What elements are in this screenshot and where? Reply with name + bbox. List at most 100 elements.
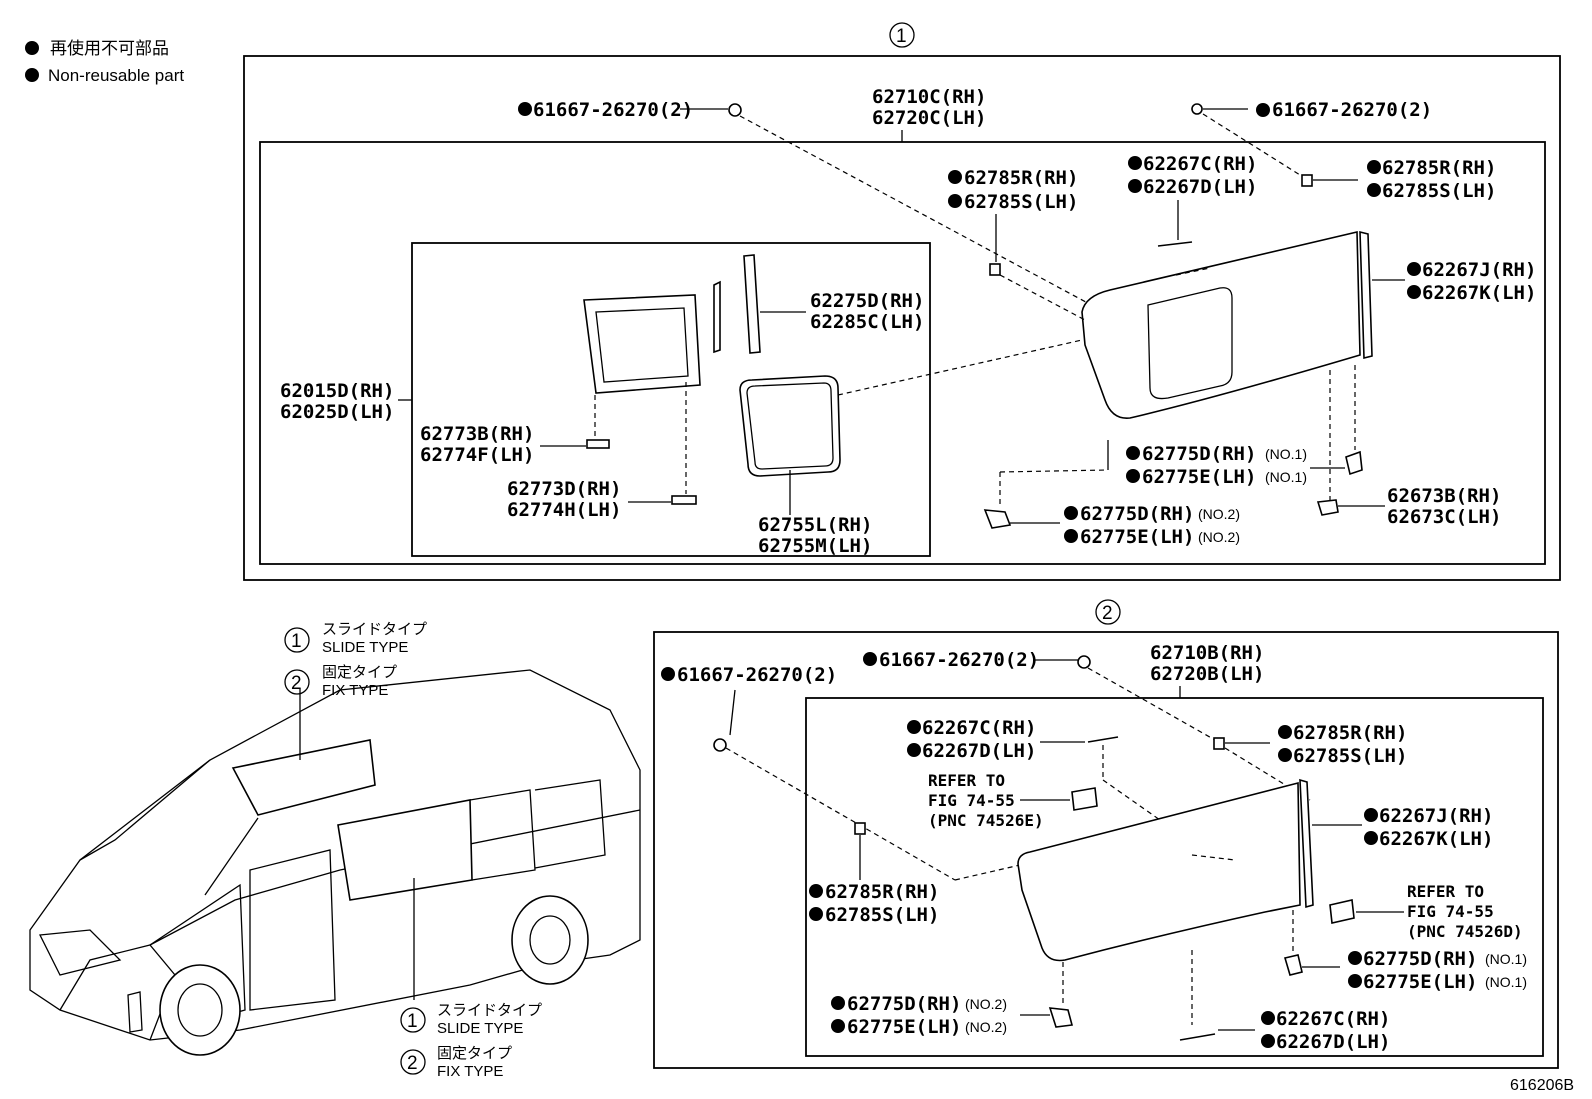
clip-icon xyxy=(1191,103,1203,115)
van-body xyxy=(29,669,641,1041)
svg-text:62267D(LH): 62267D(LH) xyxy=(922,740,1036,762)
latch-bracket-icon xyxy=(671,495,697,505)
non-reusable-dot-icon xyxy=(25,68,39,82)
svg-text:スライドタイプ: スライドタイプ xyxy=(437,1002,542,1019)
svg-text:スライドタイプ: スライドタイプ xyxy=(322,621,427,638)
svg-text:62785S(LH): 62785S(LH) xyxy=(964,191,1078,213)
bracket-icon xyxy=(1316,499,1339,516)
cover-cap-icon xyxy=(983,509,1012,529)
svg-text:62673B(RH): 62673B(RH) xyxy=(1387,485,1501,507)
svg-text:62785R(RH): 62785R(RH) xyxy=(1293,722,1407,744)
svg-text:62755L(RH): 62755L(RH) xyxy=(758,514,872,536)
seal-strip-icon xyxy=(1157,241,1193,247)
side-window-glass xyxy=(1081,230,1361,419)
legend: 再使用不可部品 Non-reusable part xyxy=(25,38,184,85)
seal-strip-icon xyxy=(1179,1033,1216,1041)
svg-text:(NO.1): (NO.1) xyxy=(1485,951,1527,967)
van-rear-side-window xyxy=(231,739,376,816)
svg-text:62775E(LH): 62775E(LH) xyxy=(1080,526,1194,548)
svg-text:REFER TO: REFER TO xyxy=(1407,882,1484,901)
clip-square-icon xyxy=(989,263,1001,276)
legend-jp: 再使用不可部品 xyxy=(50,38,169,58)
circled-number-1 xyxy=(889,22,915,48)
van-slide-window xyxy=(337,799,473,901)
svg-text:62775D(RH): 62775D(RH) xyxy=(1363,948,1477,970)
slide-window-opening xyxy=(1147,287,1233,400)
svg-text:62773B(RH): 62773B(RH) xyxy=(420,423,534,445)
cover-cap-icon xyxy=(1345,450,1363,476)
legend-en: Non-reusable part xyxy=(48,66,184,85)
van-rear-wheel xyxy=(511,895,589,985)
reference-part-icon xyxy=(1071,787,1098,811)
svg-text:62285C(LH): 62285C(LH) xyxy=(810,311,924,333)
svg-text:固定タイプ: 固定タイプ xyxy=(322,664,397,681)
section-2-outer-frame xyxy=(653,631,1559,1069)
svg-text:62755M(LH): 62755M(LH) xyxy=(758,535,872,557)
svg-text:62785R(RH): 62785R(RH) xyxy=(825,881,939,903)
svg-text:62775E(LH): 62775E(LH) xyxy=(1363,971,1477,993)
svg-text:SLIDE TYPE: SLIDE TYPE xyxy=(437,1020,523,1037)
svg-text:62785R(RH): 62785R(RH) xyxy=(1382,157,1496,179)
svg-text:(NO.2): (NO.2) xyxy=(1198,529,1240,545)
clip-square-icon xyxy=(854,822,866,835)
non-reusable-dot-icon xyxy=(25,41,39,55)
svg-text:62785R(RH): 62785R(RH) xyxy=(964,167,1078,189)
clip-icon xyxy=(1077,655,1091,669)
latch-bracket-icon xyxy=(586,439,610,449)
svg-text:1: 1 xyxy=(291,631,302,652)
svg-text:(NO.2): (NO.2) xyxy=(965,1019,1007,1035)
section-2-fix-type: 2 62710B(RH) 62720B(LH) 61667-26270(2) 6… xyxy=(653,599,1559,1069)
assembly-number-lh: 62720C(LH) xyxy=(872,107,986,129)
moulding-strip xyxy=(1299,778,1314,909)
svg-text:(NO.1): (NO.1) xyxy=(1265,469,1307,485)
section-2-assembly-frame xyxy=(805,697,1544,1057)
svg-text:62267K(LH): 62267K(LH) xyxy=(1379,828,1493,850)
seal-strip-icon xyxy=(1087,736,1119,743)
section-1-number: 1 xyxy=(896,26,907,47)
svg-text:(NO.1): (NO.1) xyxy=(1485,974,1527,990)
svg-text:62015D(RH): 62015D(RH) xyxy=(280,380,394,402)
window-weatherstrip xyxy=(739,375,841,477)
svg-text:(PNC 74526D): (PNC 74526D) xyxy=(1407,922,1523,941)
moulding-strip xyxy=(1359,230,1373,360)
slide-window-frame xyxy=(583,294,701,394)
svg-text:62267C(RH): 62267C(RH) xyxy=(922,717,1036,739)
svg-text:62775E(LH): 62775E(LH) xyxy=(847,1016,961,1038)
clip-icon xyxy=(728,103,742,117)
van-label-bottom: 1 スライドタイプ SLIDE TYPE 2 固定タイプ FIX TYPE xyxy=(400,1002,542,1080)
svg-text:62774F(LH): 62774F(LH) xyxy=(420,444,534,466)
reference-part-icon xyxy=(1329,899,1355,924)
svg-text:62025D(LH): 62025D(LH) xyxy=(280,401,394,423)
svg-text:61667-26270(2): 61667-26270(2) xyxy=(677,664,837,686)
svg-text:61667-26270(2): 61667-26270(2) xyxy=(879,649,1039,671)
svg-text:(PNC 74526E): (PNC 74526E) xyxy=(928,811,1044,830)
svg-text:62785S(LH): 62785S(LH) xyxy=(1293,745,1407,767)
svg-text:62275D(RH): 62275D(RH) xyxy=(810,290,924,312)
figure-id: 616206B xyxy=(1510,1077,1574,1094)
svg-text:(NO.2): (NO.2) xyxy=(965,996,1007,1012)
svg-text:2: 2 xyxy=(407,1053,418,1074)
svg-text:62774H(LH): 62774H(LH) xyxy=(507,499,621,521)
svg-text:FIG 74-55: FIG 74-55 xyxy=(1407,902,1494,921)
svg-text:62710B(RH): 62710B(RH) xyxy=(1150,642,1264,664)
svg-text:62673C(LH): 62673C(LH) xyxy=(1387,506,1501,528)
van-illustration xyxy=(29,669,641,1056)
svg-text:FIX TYPE: FIX TYPE xyxy=(437,1063,503,1080)
svg-text:62775D(RH): 62775D(RH) xyxy=(847,993,961,1015)
section-1-slide-type: 1 62710C(RH) 62720C(LH) 61667-26270(2) 6… xyxy=(243,22,1561,581)
circled-number-2 xyxy=(1095,599,1121,625)
clip-part-number: 61667-26270(2) xyxy=(533,99,693,121)
svg-text:62775D(RH): 62775D(RH) xyxy=(1080,503,1194,525)
svg-text:62267C(RH): 62267C(RH) xyxy=(1276,1008,1390,1030)
svg-text:FIX TYPE: FIX TYPE xyxy=(322,682,388,699)
svg-text:62785S(LH): 62785S(LH) xyxy=(1382,180,1496,202)
svg-text:(NO.1): (NO.1) xyxy=(1265,446,1307,462)
svg-text:62267D(LH): 62267D(LH) xyxy=(1143,176,1257,198)
svg-text:62720B(LH): 62720B(LH) xyxy=(1150,663,1264,685)
clip-icon xyxy=(713,738,727,752)
svg-text:FIG 74-55: FIG 74-55 xyxy=(928,791,1015,810)
svg-text:62785S(LH): 62785S(LH) xyxy=(825,904,939,926)
section-2-number: 2 xyxy=(1102,603,1113,624)
